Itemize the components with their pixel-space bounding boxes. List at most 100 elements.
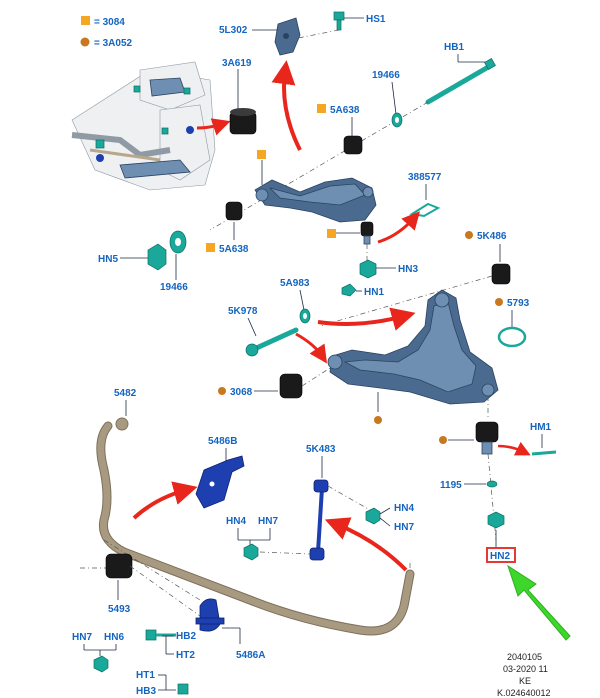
meta-date: 03-2020 11 bbox=[503, 664, 548, 674]
legend-3A052: = 3A052 bbox=[94, 38, 133, 49]
part-HN6-nut bbox=[93, 655, 109, 673]
diagram-reference-stamp: 2040105 03-2020 11 KE K.024640012 bbox=[497, 652, 551, 698]
label-5K978: 5K978 bbox=[228, 306, 258, 317]
label-5K483: 5K483 bbox=[306, 444, 336, 455]
part-5793-seal-ring bbox=[497, 326, 527, 348]
label-5A638-lower: 5A638 bbox=[219, 244, 249, 255]
part-19466-washer-lower bbox=[169, 230, 187, 254]
label-5482: 5482 bbox=[114, 388, 137, 399]
highlight-box-HN2 bbox=[486, 547, 516, 563]
label-388577: 388577 bbox=[408, 172, 442, 183]
legend-marker-5A638-lower bbox=[206, 243, 215, 252]
part-upper-control-arm bbox=[254, 177, 377, 223]
label-HS1: HS1 bbox=[366, 14, 386, 25]
legend-square-marker bbox=[81, 16, 90, 25]
legend-marker-lower-ball-joint bbox=[439, 436, 447, 444]
part-5493-bushing bbox=[105, 553, 133, 579]
label-3A619: 3A619 bbox=[222, 58, 252, 69]
legend-marker-upper-arm bbox=[257, 150, 266, 159]
vehicle-overview-illustration bbox=[71, 61, 216, 191]
label-HB2: HB2 bbox=[176, 631, 196, 642]
part-5A638-bushing-lower bbox=[225, 201, 243, 221]
label-5K486: 5K486 bbox=[477, 231, 507, 242]
green-pointer-arrow bbox=[507, 564, 571, 641]
part-upper-ball-joint bbox=[360, 221, 374, 245]
part-3A619-bushing bbox=[229, 108, 257, 135]
label-HN5: HN5 bbox=[98, 254, 118, 265]
label-19466-lower: 19466 bbox=[160, 282, 188, 293]
part-5A983-washer bbox=[299, 308, 311, 324]
part-5L302-bracket bbox=[274, 17, 301, 56]
part-5A638-bushing-upper bbox=[343, 135, 363, 155]
part-5482-stabilizer-bar bbox=[96, 417, 415, 636]
part-5K486-bushing bbox=[491, 263, 511, 285]
legend-marker-5K486 bbox=[465, 231, 473, 239]
red-arrow-overview bbox=[196, 118, 231, 136]
part-1195-washer bbox=[486, 480, 498, 488]
label-HB3: HB3 bbox=[136, 686, 156, 697]
red-arrow-to-HM1 bbox=[497, 441, 531, 456]
label-HN3: HN3 bbox=[398, 264, 418, 275]
meta-ref: K.024640012 bbox=[497, 688, 551, 698]
label-HN4-left: HN4 bbox=[226, 516, 246, 527]
label-HB1: HB1 bbox=[444, 42, 464, 53]
label-5A638-upper: 5A638 bbox=[330, 105, 360, 116]
label-5L302: 5L302 bbox=[219, 25, 248, 36]
label-HN4-right: HN4 bbox=[394, 503, 414, 514]
label-HN1: HN1 bbox=[364, 287, 384, 298]
red-arrow-to-lower-arm-right bbox=[317, 307, 416, 331]
part-HN4-nut-right bbox=[365, 507, 381, 525]
part-HN1-nut bbox=[341, 283, 357, 297]
label-3068: 3068 bbox=[230, 387, 253, 398]
meta-region: KE bbox=[519, 676, 531, 686]
legend: = 3084 = 3A052 bbox=[80, 16, 133, 49]
part-HN5-nut bbox=[147, 243, 167, 271]
label-HM1: HM1 bbox=[530, 422, 552, 433]
legend-3084: = 3084 bbox=[94, 17, 125, 28]
part-388577-clip bbox=[409, 202, 441, 218]
legend-marker-lower-arm bbox=[374, 416, 382, 424]
red-arrow-to-388577 bbox=[377, 211, 420, 244]
label-HN6: HN6 bbox=[104, 632, 124, 643]
part-5K483-stabilizer-link bbox=[309, 479, 329, 561]
part-5486B-bracket bbox=[195, 455, 245, 509]
label-HT2: HT2 bbox=[176, 650, 195, 661]
meta-code: 2040105 bbox=[507, 652, 542, 662]
legend-marker-3068 bbox=[218, 387, 226, 395]
red-arrow-to-5K483 bbox=[324, 517, 408, 572]
legend-marker-5A638-upper bbox=[317, 104, 326, 113]
part-HN3-nut bbox=[359, 259, 377, 279]
label-5793: 5793 bbox=[507, 298, 530, 309]
red-arrow-to-lower-arm-left bbox=[295, 332, 327, 364]
part-lower-control-arm bbox=[327, 289, 499, 405]
part-HN2-nut bbox=[487, 511, 505, 529]
label-5493: 5493 bbox=[108, 604, 131, 615]
label-5486A: 5486A bbox=[236, 650, 265, 661]
label-HN7-right: HN7 bbox=[394, 522, 414, 533]
red-arrow-to-5L302 bbox=[271, 60, 302, 151]
part-19466-washer-upper bbox=[391, 112, 403, 128]
part-HN4-nut-left bbox=[243, 543, 259, 561]
label-HN2: HN2 bbox=[490, 551, 510, 562]
label-19466-upper: 19466 bbox=[372, 70, 400, 81]
legend-circle-marker bbox=[80, 37, 90, 47]
part-3068-bushing bbox=[279, 373, 303, 399]
part-HB1-bolt bbox=[425, 58, 496, 105]
part-HB2-bolt bbox=[145, 629, 176, 641]
part-HS1-bolt bbox=[333, 11, 345, 31]
part-5K978-bolt bbox=[245, 327, 299, 357]
red-arrow-to-5486B bbox=[132, 481, 198, 520]
label-5486B: 5486B bbox=[208, 436, 237, 447]
part-5486A-bracket bbox=[195, 598, 225, 632]
part-lower-ball-joint bbox=[475, 421, 499, 455]
part-HB3-bolt bbox=[177, 683, 189, 695]
legend-marker-balljoint-upper bbox=[327, 229, 336, 238]
label-5A983: 5A983 bbox=[280, 278, 310, 289]
label-1195: 1195 bbox=[440, 480, 462, 491]
label-HN7-left: HN7 bbox=[258, 516, 278, 527]
part-HM1-pin bbox=[531, 450, 557, 456]
label-HN7-bottom: HN7 bbox=[72, 632, 92, 643]
label-HT1: HT1 bbox=[136, 670, 155, 681]
legend-marker-5793 bbox=[495, 298, 503, 306]
